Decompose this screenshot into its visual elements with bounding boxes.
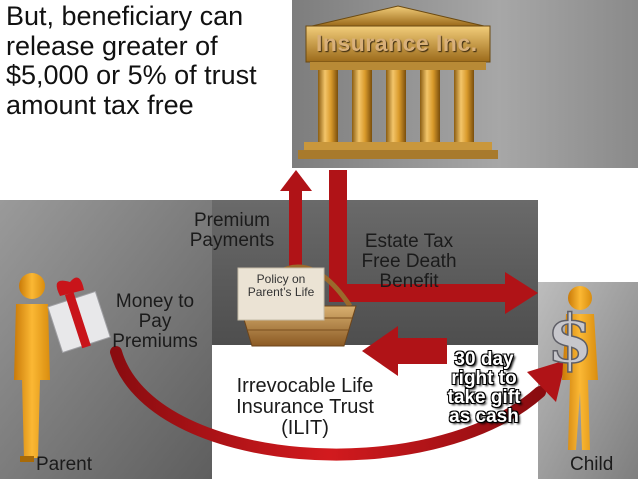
policy-label: Policy on Parent’s Life [247, 272, 315, 299]
headline: But, beneficiary can release greater of … [6, 1, 257, 121]
premium-payments-label: Premium Payments [189, 210, 275, 251]
parent-label: Parent [36, 454, 92, 475]
curved-gift-arrow [110, 346, 566, 461]
ilit-label: Irrevocable Life Insurance Trust (ILIT) [236, 375, 374, 439]
child-label: Child [570, 454, 614, 475]
gift-box-icon [47, 277, 111, 354]
death-benefit-arrow [329, 170, 538, 314]
bank-name: Insurance Inc. [316, 30, 478, 56]
dollar-sign-icon: $ [546, 299, 593, 379]
basket-icon [237, 264, 357, 347]
estate-tax-label: Estate Tax Free Death Benefit [361, 231, 457, 292]
thirty-day-label: 30 day right to take gift as cash [447, 349, 521, 427]
parent-figure-icon [14, 273, 50, 462]
return-arrow [362, 326, 447, 376]
money-to-pay-premiums-label: Money to Pay Premiums [112, 291, 198, 352]
bank-building-icon [298, 5, 498, 159]
svg-text:$: $ [547, 300, 593, 378]
child-figure-icon [562, 286, 598, 450]
